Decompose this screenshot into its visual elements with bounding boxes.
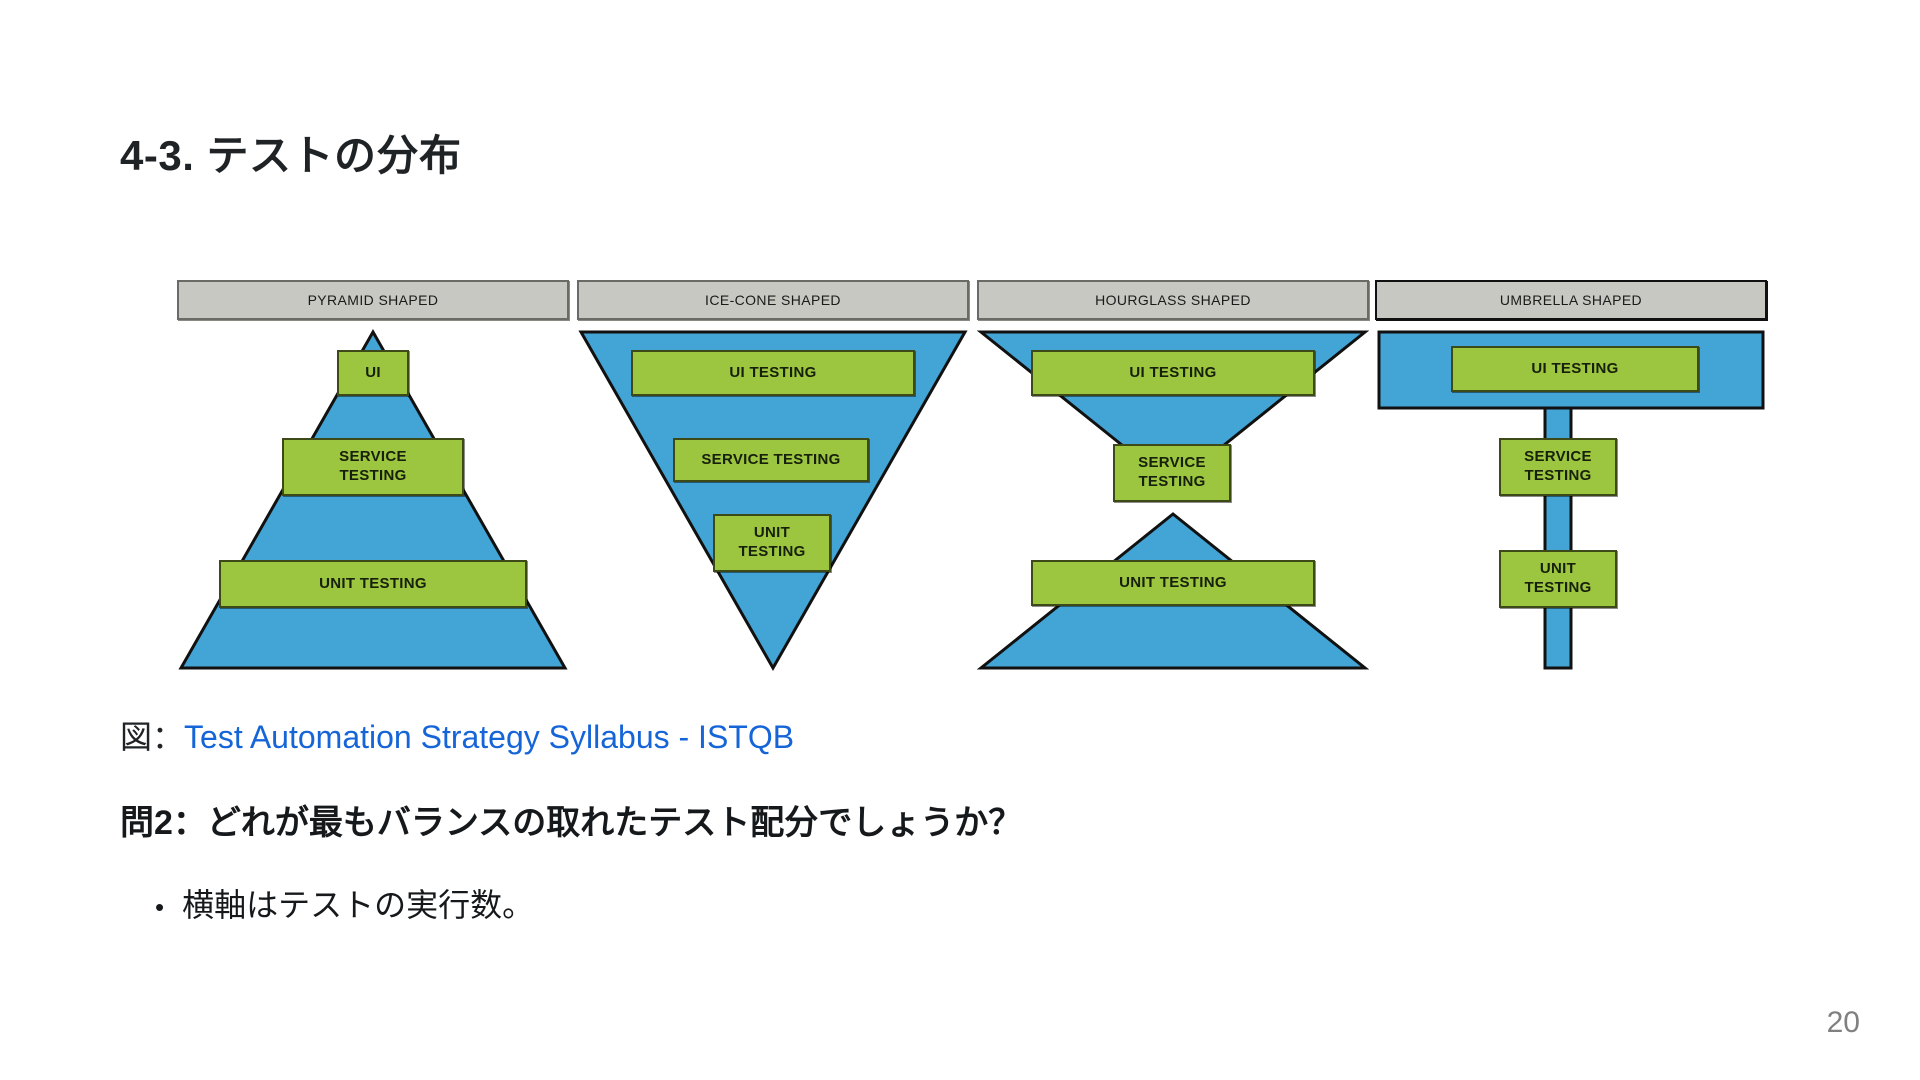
diagram-column-pyramid: UI SERVICE TESTING UNIT TESTING [177, 328, 569, 672]
layer-label-line: SERVICE [339, 448, 407, 466]
layer-label-line: TESTING [1524, 579, 1592, 596]
question-text: 問2：どれが最もバランスの取れたテスト配分でしょうか？ [120, 804, 1023, 842]
layer-label-line: TESTING [339, 467, 407, 484]
layer-label-line: TESTING [1524, 467, 1592, 484]
diagram-column-ice-cone: UI TESTING SERVICE TESTING UNIT TESTING [577, 328, 969, 672]
column-header-hourglass: HOURGLASS SHAPED [977, 280, 1369, 320]
page-title: 4-3. テストの分布 [120, 132, 462, 179]
layer-box-service: SERVICE TESTING [1113, 444, 1231, 502]
layer-box-unit: UNIT TESTING [1499, 550, 1617, 608]
column-header-label: HOURGLASS SHAPED [1095, 292, 1251, 308]
layer-box-ui: UI TESTING [631, 350, 915, 396]
ice-cone-shape-icon [578, 330, 968, 672]
bullet-item-label: 横軸はテストの実行数。 [182, 887, 535, 923]
layer-box-unit: UNIT TESTING [1031, 560, 1315, 606]
layer-box-ui: UI TESTING [1031, 350, 1315, 396]
bullet-list-item: • 横軸はテストの実行数。 [155, 880, 534, 926]
column-header-label: PYRAMID SHAPED [307, 292, 439, 308]
layer-label-line: UI TESTING [729, 363, 817, 381]
column-header-label: ICE-CONE SHAPED [705, 292, 841, 308]
layer-label-line: UI TESTING [1531, 359, 1619, 377]
column-header-umbrella: UMBRELLA SHAPED [1375, 280, 1767, 320]
bullet-marker-icon: • [155, 892, 165, 922]
layer-box-service: SERVICE TESTING [282, 438, 464, 496]
layer-box-ui: UI TESTING [1451, 346, 1699, 392]
layer-label-line: UNIT TESTING [1119, 573, 1227, 591]
layer-box-service: SERVICE TESTING [673, 438, 869, 482]
figure-caption-prefix: 図： [120, 719, 185, 755]
layer-box-service: SERVICE TESTING [1499, 438, 1617, 496]
layer-label-line: UI TESTING [1129, 363, 1217, 381]
diagram-column-hourglass: UI TESTING SERVICE TESTING UNIT TESTING [977, 328, 1369, 672]
layer-label-line: UNIT [753, 524, 791, 542]
column-header-pyramid: PYRAMID SHAPED [177, 280, 569, 320]
layer-label-line: TESTING [1138, 473, 1206, 490]
layer-label-line: TESTING [738, 543, 806, 560]
figure-caption: 図：Test Automation Strategy Syllabus - IS… [120, 712, 794, 758]
layer-label-line: UNIT [1539, 560, 1577, 578]
layer-box-unit: UNIT TESTING [219, 560, 527, 608]
diagram-column-umbrella: UI TESTING SERVICE TESTING UNIT TESTING [1375, 328, 1767, 672]
column-header-ice-cone: ICE-CONE SHAPED [577, 280, 969, 320]
test-distribution-figure: PYRAMID SHAPED ICE-CONE SHAPED HOURGLASS… [177, 280, 1767, 672]
figure-source-link[interactable]: Test Automation Strategy Syllabus - ISTQ… [184, 719, 795, 755]
layer-label-line: SERVICE [1524, 448, 1592, 466]
layer-box-ui: UI [337, 350, 409, 396]
layer-label-line: UNIT TESTING [319, 574, 427, 592]
layer-label-line: SERVICE [1138, 454, 1206, 472]
layer-label-line: SERVICE TESTING [701, 450, 841, 468]
page-number: 20 [1826, 1006, 1860, 1039]
layer-box-unit: UNIT TESTING [713, 514, 831, 572]
column-header-label: UMBRELLA SHAPED [1499, 292, 1643, 308]
layer-label-line: UI [365, 363, 381, 381]
